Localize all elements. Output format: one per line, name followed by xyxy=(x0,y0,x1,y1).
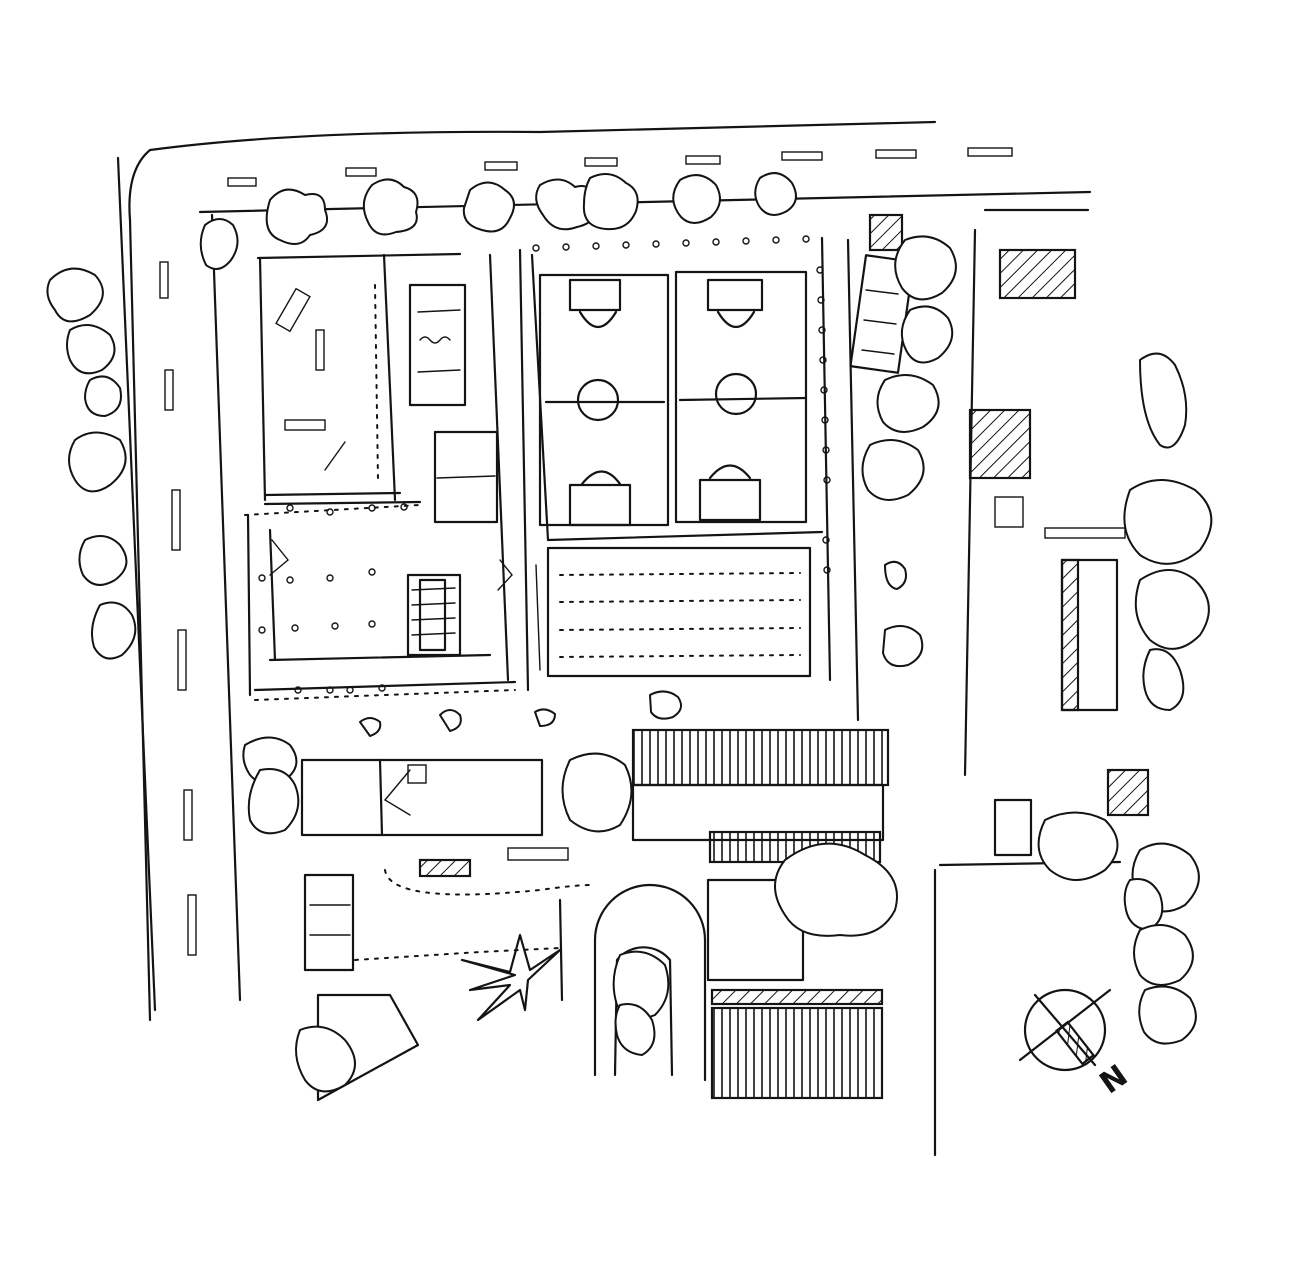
perimeter-fence xyxy=(532,235,831,574)
sports-courts xyxy=(530,253,824,678)
north-arrow xyxy=(1018,988,1112,1072)
trees xyxy=(46,172,1213,1093)
north-label: N xyxy=(1094,1058,1135,1101)
school-main-building xyxy=(244,248,530,701)
column-grid xyxy=(258,503,408,694)
lane-markings xyxy=(159,147,1013,956)
site-boundary xyxy=(210,213,1122,1157)
street-edges xyxy=(116,120,1092,1022)
lower-buildings xyxy=(300,728,890,1102)
east-buildings xyxy=(849,213,1150,857)
